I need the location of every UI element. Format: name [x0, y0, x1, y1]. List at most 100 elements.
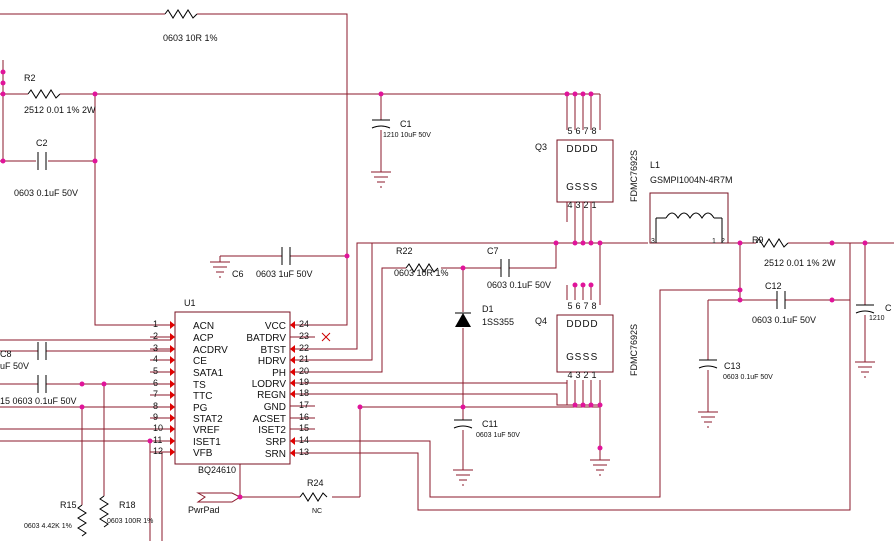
u1-pin-name: PH — [272, 368, 286, 379]
mosfet-pin-number: 7 — [583, 301, 588, 311]
u1-pin-number: 2 — [153, 331, 158, 341]
mosfet-pin-label: S — [583, 352, 590, 363]
mosfet-pin-label: S — [591, 352, 598, 363]
u1-pin-name: CE — [193, 356, 207, 367]
r24-ref: R24 — [307, 478, 324, 488]
mosfet-pin-number: 1 — [591, 370, 596, 380]
u1-pin-number: 1 — [153, 319, 158, 329]
resistors — [27, 9, 789, 537]
u1-pin-number: 21 — [299, 354, 309, 364]
pwrpad-label: PwrPad — [188, 505, 220, 515]
mosfet-pin-number: 6 — [575, 301, 580, 311]
inductor-l1 — [649, 192, 729, 244]
u1-pin-number: 3 — [153, 343, 158, 353]
r24-value: NC — [312, 508, 322, 515]
r2-value: 2512 0.01 1% 2W — [24, 105, 96, 115]
u1-pin-name: SRP — [265, 437, 286, 448]
r15-ref: R15 — [60, 500, 77, 510]
r-top-value: 0603 10R 1% — [163, 33, 218, 43]
r18-value: 0603 100R 1% — [107, 518, 153, 525]
c6-ref: C6 — [232, 269, 244, 279]
u1-pin-name: SRN — [265, 449, 286, 460]
u1-pin-name: BTST — [260, 345, 286, 356]
c-right-ref: C — [885, 303, 892, 313]
c11-value: 0603 1uF 50V — [476, 432, 520, 439]
mosfet-pin-number: 7 — [583, 126, 588, 136]
r18-ref: R18 — [119, 500, 136, 510]
u1-pin-number: 9 — [153, 412, 158, 422]
u1-pin-name: ACN — [193, 321, 214, 332]
c-right-value: 1210 — [869, 315, 885, 322]
u1-pin-name: SATA1 — [193, 368, 224, 379]
u1-pin-name: ISET2 — [258, 425, 286, 436]
mosfet-pin-label: D — [590, 319, 597, 330]
u1-pin-name: TTC — [193, 391, 212, 402]
l1-ref: L1 — [650, 160, 660, 170]
mosfet-pin-number: 3 — [575, 200, 580, 210]
mosfet-pin-number: 4 — [567, 370, 572, 380]
u1-pin-number: 23 — [299, 331, 309, 341]
q3-ref: Q3 — [535, 142, 547, 152]
u1-pin-number: 18 — [299, 388, 309, 398]
u1-part: BQ24610 — [198, 465, 236, 475]
c12-ref: C12 — [765, 281, 782, 291]
c11-ref: C11 — [482, 419, 498, 429]
mosfet-pin-number: 5 — [567, 126, 572, 136]
mosfet-pin-label: S — [575, 182, 582, 193]
u1-pin-number: 12 — [153, 446, 163, 456]
r22-value: 0603 10R 1% — [394, 268, 449, 278]
u1-pin-name: BATDRV — [246, 333, 286, 344]
mosfet-pin-label: G — [566, 352, 574, 363]
q4-ref: Q4 — [535, 316, 547, 326]
u1-pin-name: LODRV — [252, 379, 287, 390]
q3-part: FDMC7692S — [629, 150, 639, 202]
u1-pin-name: PG — [193, 403, 208, 414]
u1-pin-name: ACSET — [253, 414, 286, 425]
r22-ref: R22 — [396, 246, 413, 256]
pwrpad-port — [196, 492, 242, 503]
c2-value: 0603 0.1uF 50V — [14, 188, 78, 198]
capacitors — [37, 119, 875, 429]
c1-ref: C1 — [400, 119, 412, 129]
mosfet-pin-number: 2 — [583, 370, 588, 380]
mosfet-pin-number: 1 — [591, 200, 596, 210]
q4-part: FDMC7692S — [629, 324, 639, 376]
u1-pin-number: 24 — [299, 319, 309, 329]
d1-ref: D1 — [482, 304, 494, 314]
u1-pin-name: GND — [264, 402, 286, 413]
u1-pin-name: HDRV — [258, 356, 286, 367]
mosfet-pin-label: D — [582, 144, 589, 155]
c1-value: 1210 10uF 50V — [383, 132, 431, 139]
mosfet-pin-number: 6 — [575, 126, 580, 136]
mosfet-pin-label: G — [566, 182, 574, 193]
mosfet-pin-label: S — [583, 182, 590, 193]
l1-pin-mid: 2 — [721, 238, 725, 245]
u1-pin-name: STAT2 — [193, 414, 223, 425]
c-left2-value: 15 0603 0.1uF 50V — [0, 396, 77, 406]
mosfet-pin-number: 8 — [591, 126, 596, 136]
mosfet-pin-number: 3 — [575, 370, 580, 380]
u1-pin-name: REGN — [257, 390, 286, 401]
u1-pin-number: 20 — [299, 366, 309, 376]
r15-value: 0603 4.42K 1% — [24, 523, 72, 530]
labels: 0603 10R 1% R2 2512 0.01 1% 2W C2 0603 0… — [0, 33, 892, 530]
l1-pin-right: 1 — [712, 238, 716, 245]
u1-right-pins: 24VCC23BATDRV22BTST21HDRV20PH19LODRV18RE… — [246, 319, 309, 460]
mosfet-pin-number: 4 — [567, 200, 572, 210]
c2-ref: C2 — [36, 138, 48, 148]
u1-ref: U1 — [184, 298, 196, 308]
junctions — [0, 69, 868, 500]
mosfet-pin-label: S — [575, 352, 582, 363]
grounds — [210, 171, 875, 486]
l1-part: GSMPI1004N-4R7M — [650, 175, 733, 185]
l1-pin-left: 3 — [651, 238, 655, 245]
u1-pin-name: VREF — [193, 425, 220, 436]
c8-value: uF 50V — [0, 361, 29, 371]
u1-pin-name: VCC — [265, 321, 286, 332]
u1-pin-number: 16 — [299, 412, 309, 422]
u1-pin-name: ACP — [193, 333, 214, 344]
mosfet-pin-label: D — [574, 144, 581, 155]
u1-pin-name: TS — [193, 380, 206, 391]
